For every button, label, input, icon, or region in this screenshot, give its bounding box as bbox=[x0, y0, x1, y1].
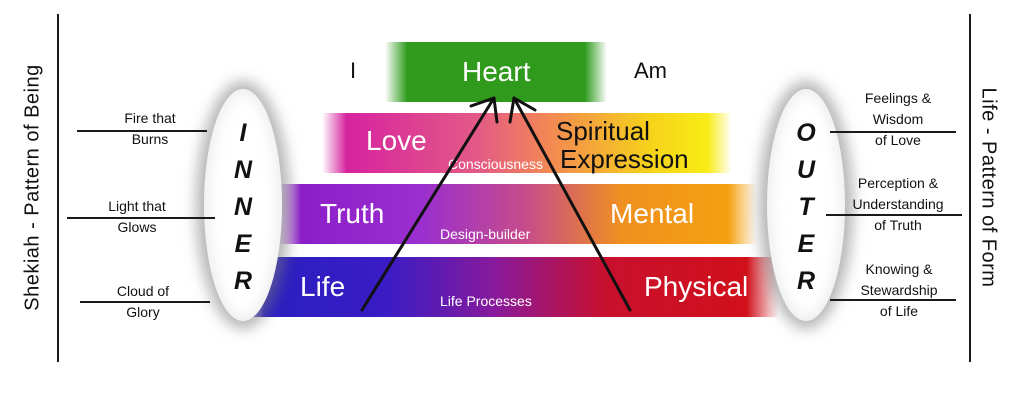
mental-label: Mental bbox=[610, 198, 695, 229]
left-label-light: Light that Glows bbox=[108, 198, 166, 235]
left-label-line bbox=[77, 130, 207, 132]
left-label-line bbox=[80, 301, 210, 303]
right-arrow-shaft bbox=[512, 96, 632, 312]
life-processes-label: Life Processes bbox=[440, 293, 532, 309]
right-label-feelings: Feelings & Wisdom of Love bbox=[864, 90, 932, 148]
heart-label: Heart bbox=[462, 56, 531, 87]
expression-label: Expression bbox=[560, 144, 689, 174]
outer-ellipse: O U T E R bbox=[767, 89, 845, 321]
inner-letter: I bbox=[239, 119, 247, 147]
truth-label: Truth bbox=[320, 198, 385, 229]
left-arrow-shaft bbox=[360, 96, 496, 312]
right-label-line bbox=[826, 214, 962, 216]
truth-band bbox=[277, 184, 757, 244]
outer-letter: R bbox=[796, 267, 816, 295]
inner-ellipse: I N N E R bbox=[204, 89, 282, 321]
right-label-knowing: Knowing & Stewardship of Life bbox=[860, 261, 938, 319]
i-label: I bbox=[350, 58, 357, 83]
spiritual-label: Spiritual bbox=[556, 116, 650, 146]
inner-letter: R bbox=[233, 267, 253, 295]
outer-letter: U bbox=[796, 156, 816, 184]
right-label-line bbox=[830, 131, 956, 133]
left-label-fire: Fire that Burns bbox=[124, 110, 176, 147]
life-band bbox=[237, 257, 779, 317]
outer-letter: T bbox=[798, 193, 814, 221]
outer-letter: O bbox=[796, 119, 816, 147]
heart-band bbox=[385, 42, 607, 102]
right-label-perception: Perception & Understanding of Truth bbox=[852, 175, 944, 233]
design-builder-label: Design-builder bbox=[440, 226, 531, 242]
physical-label: Physical bbox=[644, 271, 749, 302]
inner-letter: N bbox=[233, 193, 253, 221]
inner-letter: N bbox=[233, 156, 253, 184]
love-label: Love bbox=[366, 125, 427, 156]
inner-letter: E bbox=[234, 230, 252, 258]
left-label-cloud: Cloud of Glory bbox=[116, 283, 170, 320]
left-arrowhead bbox=[469, 96, 499, 124]
right-divider bbox=[969, 14, 971, 362]
left-divider bbox=[57, 14, 59, 362]
life-label: Life bbox=[300, 271, 346, 302]
am-label: Am bbox=[634, 58, 667, 83]
outer-letter: E bbox=[797, 230, 815, 258]
right-arrowhead bbox=[508, 96, 537, 124]
left-label-line bbox=[67, 217, 215, 219]
right-label-line bbox=[830, 299, 956, 301]
consciousness-label: Consciousness bbox=[448, 156, 543, 172]
